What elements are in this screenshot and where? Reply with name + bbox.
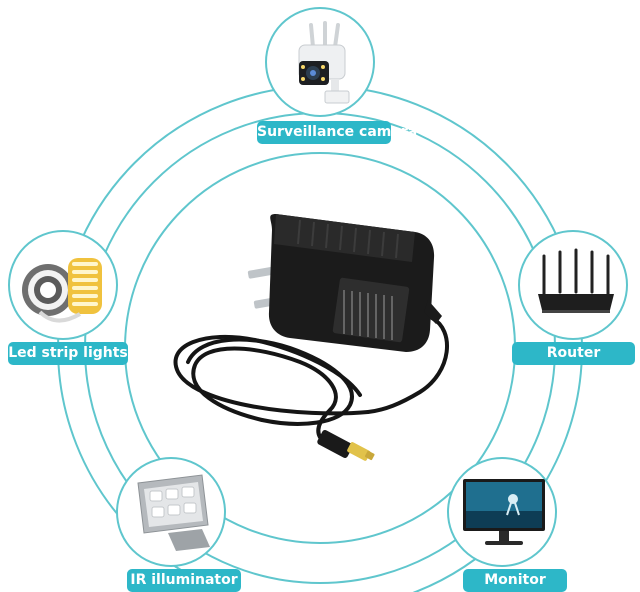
adapter-cable <box>173 316 449 442</box>
device-circle-monitor <box>447 457 557 567</box>
device-label-ir-illuminator: IR illuminator <box>127 569 241 592</box>
device-circle-ir-illuminator <box>116 457 226 567</box>
router-icon <box>538 248 614 313</box>
dc-barrel-connector <box>317 430 375 461</box>
device-label-surveillance-camera: Surveillance camera <box>257 121 417 144</box>
device-circle-led-strip <box>8 230 118 340</box>
security-camera-icon <box>298 21 350 104</box>
device-label-router: Router <box>512 342 635 365</box>
device-label-led-strip: Led strip lights <box>8 342 128 365</box>
device-label-monitor: Monitor <box>463 569 567 592</box>
device-circle-router <box>518 230 628 340</box>
monitor-icon <box>463 479 545 545</box>
floodlight-icon <box>137 474 210 551</box>
led-strip-icon <box>22 258 102 323</box>
device-circle-surveillance-camera <box>265 7 375 117</box>
adapter-body <box>268 214 442 352</box>
